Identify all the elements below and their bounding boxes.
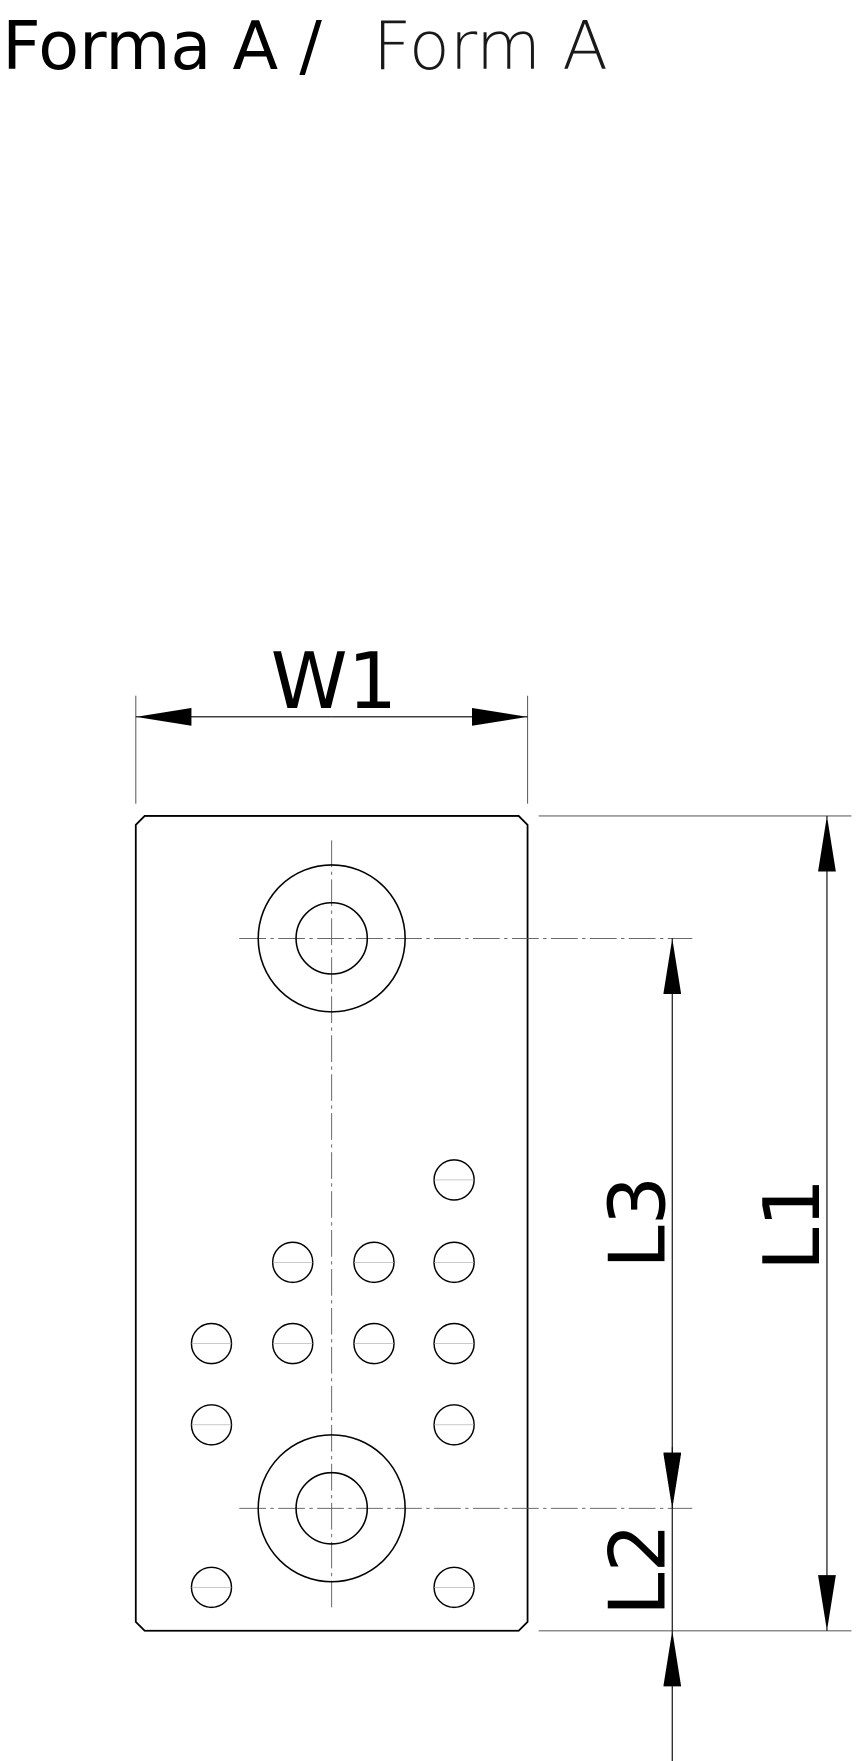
extension-lines xyxy=(538,815,852,1632)
small-holes xyxy=(190,1159,475,1609)
mounting-hole-bottom xyxy=(257,1434,406,1583)
l2-label: L2 xyxy=(593,1523,683,1616)
l1-label: L1 xyxy=(748,1178,838,1271)
mounting-hole-top xyxy=(257,864,406,1013)
center-lines xyxy=(239,840,693,1609)
title-primary: Forma A / xyxy=(2,7,322,85)
w1-label: W1 xyxy=(271,637,398,727)
title-secondary: Form A xyxy=(373,7,608,85)
l3-label: L3 xyxy=(593,1176,683,1269)
plate-outline xyxy=(134,815,529,1632)
w1-dimension xyxy=(135,695,529,804)
